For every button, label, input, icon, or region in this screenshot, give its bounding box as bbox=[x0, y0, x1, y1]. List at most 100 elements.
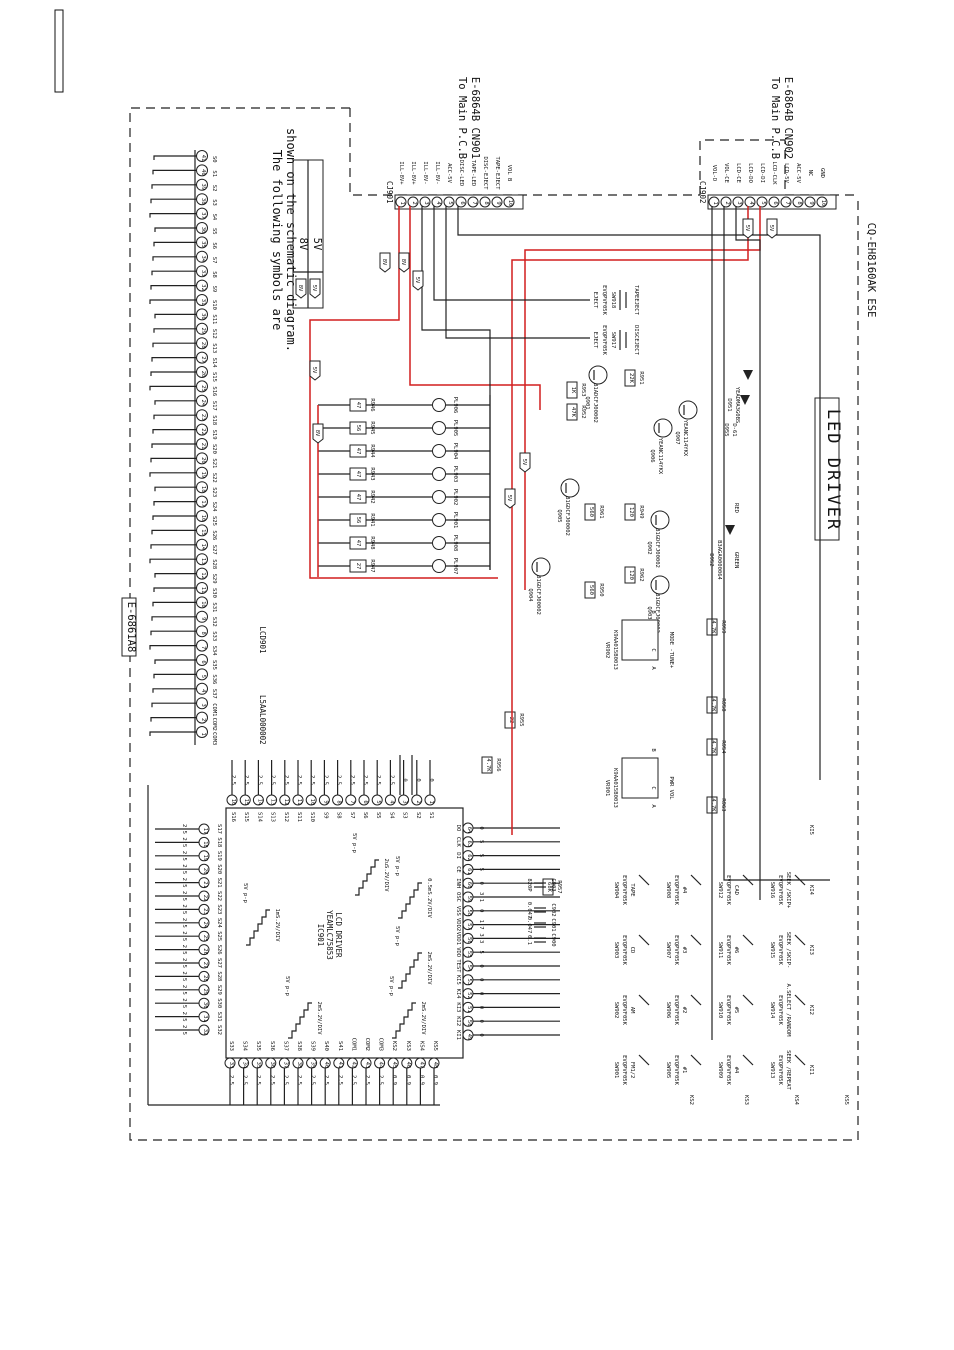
lcd-pin-circle bbox=[196, 193, 208, 206]
key-switch-label: SEEK /SKIP- bbox=[785, 932, 791, 968]
ic-pin-signal: S11 bbox=[296, 812, 302, 822]
eject-line: DISCEJECT bbox=[633, 325, 639, 355]
ic-pin-signal: COM3 bbox=[378, 1038, 384, 1051]
lcd-pin-circle bbox=[196, 337, 208, 350]
lcd-pin-circle bbox=[196, 567, 208, 580]
lcd-pin-circle bbox=[196, 164, 208, 177]
resistor-body bbox=[584, 503, 596, 521]
diode-part: B3AGA0000064 bbox=[716, 540, 722, 580]
transistor-name: Q902 bbox=[646, 541, 652, 554]
lcd-trace bbox=[151, 443, 196, 448]
encoder-pin-a: A bbox=[650, 666, 656, 670]
ic-pin-signal: KI5 bbox=[455, 975, 461, 985]
encoder-pin-a: A bbox=[650, 804, 656, 808]
lcd-trace bbox=[151, 270, 196, 276]
connector-pin-circle bbox=[503, 196, 515, 208]
lcd-signal: S3 bbox=[211, 199, 217, 206]
lcd-pin-circle bbox=[196, 423, 208, 436]
connector-name: CJ901 bbox=[385, 181, 394, 204]
ic-pin-signal: S1 bbox=[428, 812, 434, 819]
resistor-name: R955 bbox=[518, 713, 524, 726]
lcd-pin-number: 22 bbox=[200, 428, 206, 435]
ic-pin-signal: S32 bbox=[216, 1025, 222, 1035]
lcd-signal: S7 bbox=[211, 257, 217, 264]
key-switch-label: CAD bbox=[733, 885, 739, 895]
key-switch-name: SW914 bbox=[769, 1002, 775, 1019]
waveform-label: 2mS.2V/DIV bbox=[316, 1001, 322, 1035]
lcd-pin-circle bbox=[196, 207, 208, 220]
ic-pin-number: 46 bbox=[405, 1062, 411, 1069]
lcd-pin-number: 10 bbox=[200, 601, 206, 608]
ic-pin-number: 36 bbox=[269, 1062, 275, 1069]
connector-pin-circle bbox=[431, 196, 443, 208]
voltage-tag: 8V bbox=[295, 278, 307, 299]
ic-pin-signal: S37 bbox=[282, 1041, 288, 1051]
connector-destination: To Main P.C.B bbox=[456, 77, 468, 159]
lcd-pin-circle bbox=[196, 150, 208, 162]
lcd-pin-circle bbox=[196, 711, 208, 724]
key-switch-part: EVQPVF05K bbox=[725, 935, 731, 965]
voltage-tag-shape bbox=[504, 488, 516, 509]
connector-pin-number: 1 bbox=[712, 201, 718, 204]
capacitor-value: 0.1 bbox=[526, 935, 532, 945]
ic-pin-number: 41 bbox=[337, 1062, 343, 1069]
lcd-pin-circle bbox=[196, 279, 208, 292]
transistor-part: B1ADCFJ00002 bbox=[592, 383, 598, 423]
ic-pin-number: 45 bbox=[391, 1062, 397, 1069]
lcd-pin-circle bbox=[196, 308, 208, 321]
lcd-trace bbox=[150, 285, 196, 290]
resistor-value: 120 bbox=[628, 507, 634, 517]
key-switch-part: EVQPVF05K bbox=[725, 1055, 731, 1085]
ic-pin-number: 42 bbox=[350, 1062, 356, 1069]
lcd-pin-circle bbox=[196, 510, 208, 522]
lcd-pin-number: 20 bbox=[200, 457, 206, 464]
lcd-signal: S15 bbox=[211, 372, 217, 382]
voltage-tag-label: 8V bbox=[297, 285, 303, 292]
lcd-pin-number: 25 bbox=[200, 385, 206, 392]
ic-pin-number: 10 bbox=[309, 799, 315, 806]
resistor-name: R954 bbox=[720, 740, 726, 754]
connector-signal: ACC-5V bbox=[446, 163, 452, 184]
lcd-signal: S8 bbox=[211, 271, 217, 278]
ki-col: KI3 bbox=[808, 945, 814, 955]
capacitor-name: C903 bbox=[550, 878, 556, 891]
ic-pin-voltage: 2.5 bbox=[282, 1075, 288, 1085]
ic-pin-number: 48 bbox=[432, 1062, 438, 1069]
ic-pin-signal: S12 bbox=[283, 812, 289, 822]
lcd-pin-circle bbox=[196, 553, 208, 566]
ic-pin-number: 33 bbox=[228, 1062, 234, 1069]
lcd-trace bbox=[154, 400, 196, 405]
lcd-signal: S37 bbox=[211, 689, 217, 699]
ic-pin-number: 60 bbox=[466, 882, 472, 889]
lcd-pin-circle bbox=[196, 222, 208, 234]
resistor-value: 4.7K bbox=[710, 620, 716, 634]
lcd-pin-number: 11 bbox=[200, 587, 206, 594]
voltage-tag-shape bbox=[412, 270, 424, 291]
ki-col-label: KI1 bbox=[808, 1065, 814, 1075]
board-title: LED DRIVER bbox=[823, 409, 843, 531]
ic-pin-signal: DI bbox=[455, 852, 461, 859]
ic-pin-voltage: 2.5 bbox=[388, 775, 394, 785]
ic-pin-number: 5 bbox=[375, 800, 381, 803]
